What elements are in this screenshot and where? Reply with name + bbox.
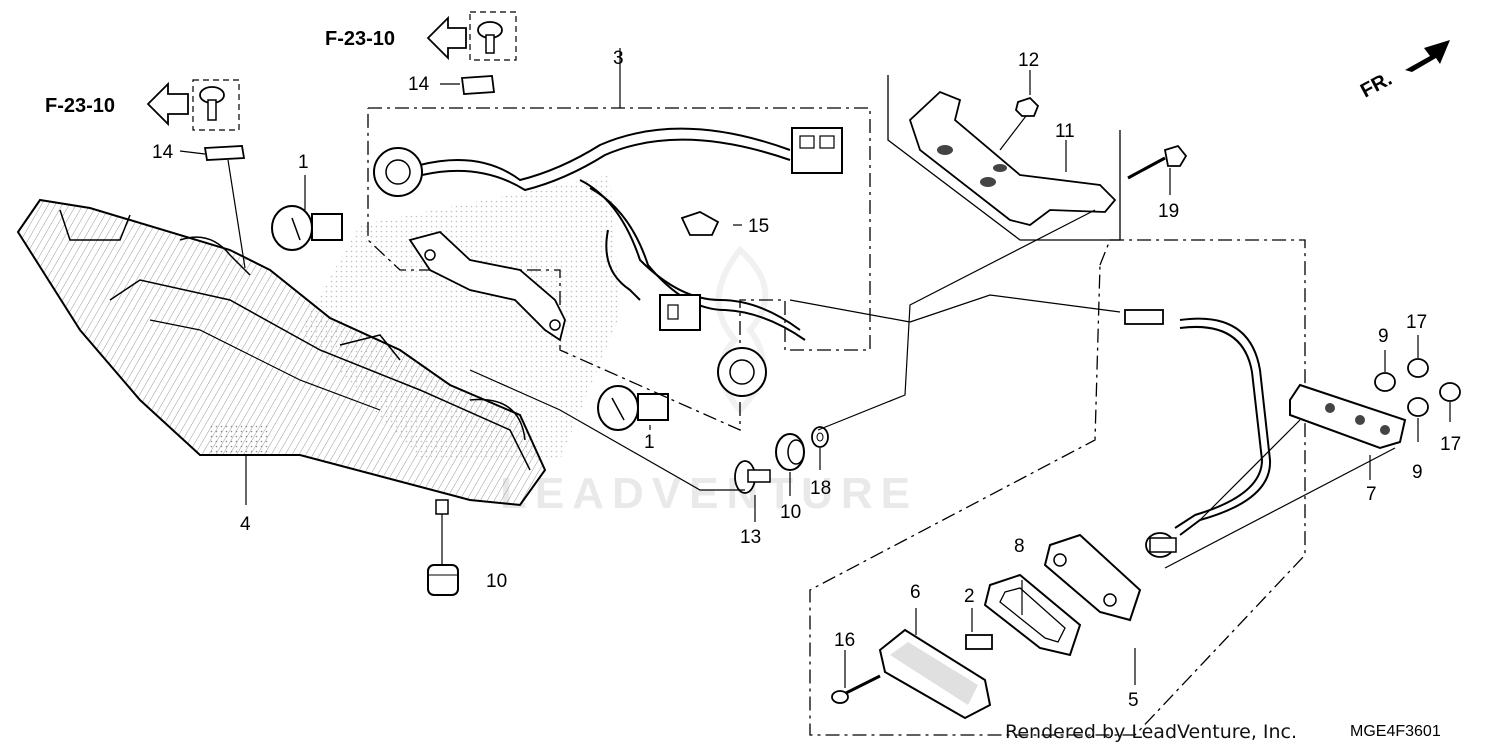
part-number-12: 12 xyxy=(1018,50,1039,71)
bulb-1-lower xyxy=(597,385,669,431)
part-number-9-upper: 9 xyxy=(1378,326,1389,347)
screw-left xyxy=(192,79,240,131)
clip-15 xyxy=(680,211,720,236)
license-light-socket xyxy=(1145,532,1177,558)
connector-main xyxy=(791,127,843,174)
license-light-plug xyxy=(1124,309,1164,325)
part-number-17-upper: 17 xyxy=(1406,312,1427,333)
part-number-13: 13 xyxy=(740,527,761,548)
part-number-10-mid: 10 xyxy=(780,502,801,523)
washer-18 xyxy=(811,426,829,448)
bolt-19 xyxy=(1127,144,1188,180)
part-number-17-lower: 17 xyxy=(1440,434,1461,455)
connector-small xyxy=(659,294,701,331)
part-number-8: 8 xyxy=(1014,536,1025,557)
grommet-10-mid xyxy=(775,433,805,471)
clip-nut-14-left xyxy=(203,145,246,269)
ref-arrow-left xyxy=(146,81,189,127)
part-number-15: 15 xyxy=(748,216,769,237)
bracket-11 xyxy=(908,90,1117,226)
credit-text: Rendered by LeadVenture, Inc. xyxy=(1005,721,1297,743)
part-number-11: 11 xyxy=(1055,121,1075,142)
ref-arrow-top xyxy=(426,15,467,61)
tail-light-housing xyxy=(16,198,547,507)
screw-top xyxy=(469,11,517,61)
grommet-10-lower xyxy=(427,499,459,596)
license-light-outline xyxy=(809,239,1306,736)
nut-17-upper xyxy=(1407,358,1429,378)
part-number-7: 7 xyxy=(1366,484,1377,505)
part-number-5: 5 xyxy=(1128,690,1139,711)
part-number-14-top: 14 xyxy=(408,74,430,95)
part-number-1-upper: 1 xyxy=(298,152,309,173)
watermark: LEADVENTURE xyxy=(500,469,918,518)
diagram-code: MGE4F3601 xyxy=(1350,723,1441,740)
part-number-4: 4 xyxy=(240,514,251,535)
part-number-1-lower: 1 xyxy=(644,432,655,453)
ref-label-top: F-23-10 xyxy=(325,28,395,50)
part-number-14-left: 14 xyxy=(152,142,174,163)
leader-lines xyxy=(179,48,1451,688)
bracket-assembly-outline xyxy=(887,75,1121,241)
part-number-16: 16 xyxy=(834,630,855,651)
front-direction-arrow-icon xyxy=(1405,40,1450,72)
ref-label-left: F-23-10 xyxy=(45,95,115,117)
harness-assembly-outline xyxy=(367,107,871,432)
part-number-18: 18 xyxy=(810,478,831,499)
part-number-19: 19 xyxy=(1158,201,1179,222)
bulb-2 xyxy=(965,634,993,650)
front-direction-label: FR. xyxy=(1357,68,1396,103)
part-number-6: 6 xyxy=(910,582,921,603)
bulb-1-upper xyxy=(271,205,343,251)
socket-lower xyxy=(717,347,767,397)
part-number-10-lower: 10 xyxy=(486,571,507,592)
gasket-8 xyxy=(983,573,1082,657)
collar-9-upper xyxy=(1374,372,1396,392)
license-light-wire xyxy=(1174,317,1272,536)
bolt-13 xyxy=(734,460,771,494)
license-light-base xyxy=(1043,533,1142,622)
nut-17-lower xyxy=(1439,382,1461,402)
screw-16 xyxy=(831,674,881,704)
part-number-2: 2 xyxy=(964,586,975,607)
harness-bracket xyxy=(408,231,566,342)
part-number-3: 3 xyxy=(613,48,624,69)
lens-6 xyxy=(878,628,992,720)
socket-upper xyxy=(373,147,423,197)
plate-7 xyxy=(1289,383,1407,450)
part-number-9-lower: 9 xyxy=(1412,462,1423,483)
collar-9-lower xyxy=(1407,397,1429,417)
nut-12 xyxy=(999,96,1040,151)
clip-nut-14-top xyxy=(460,75,496,95)
